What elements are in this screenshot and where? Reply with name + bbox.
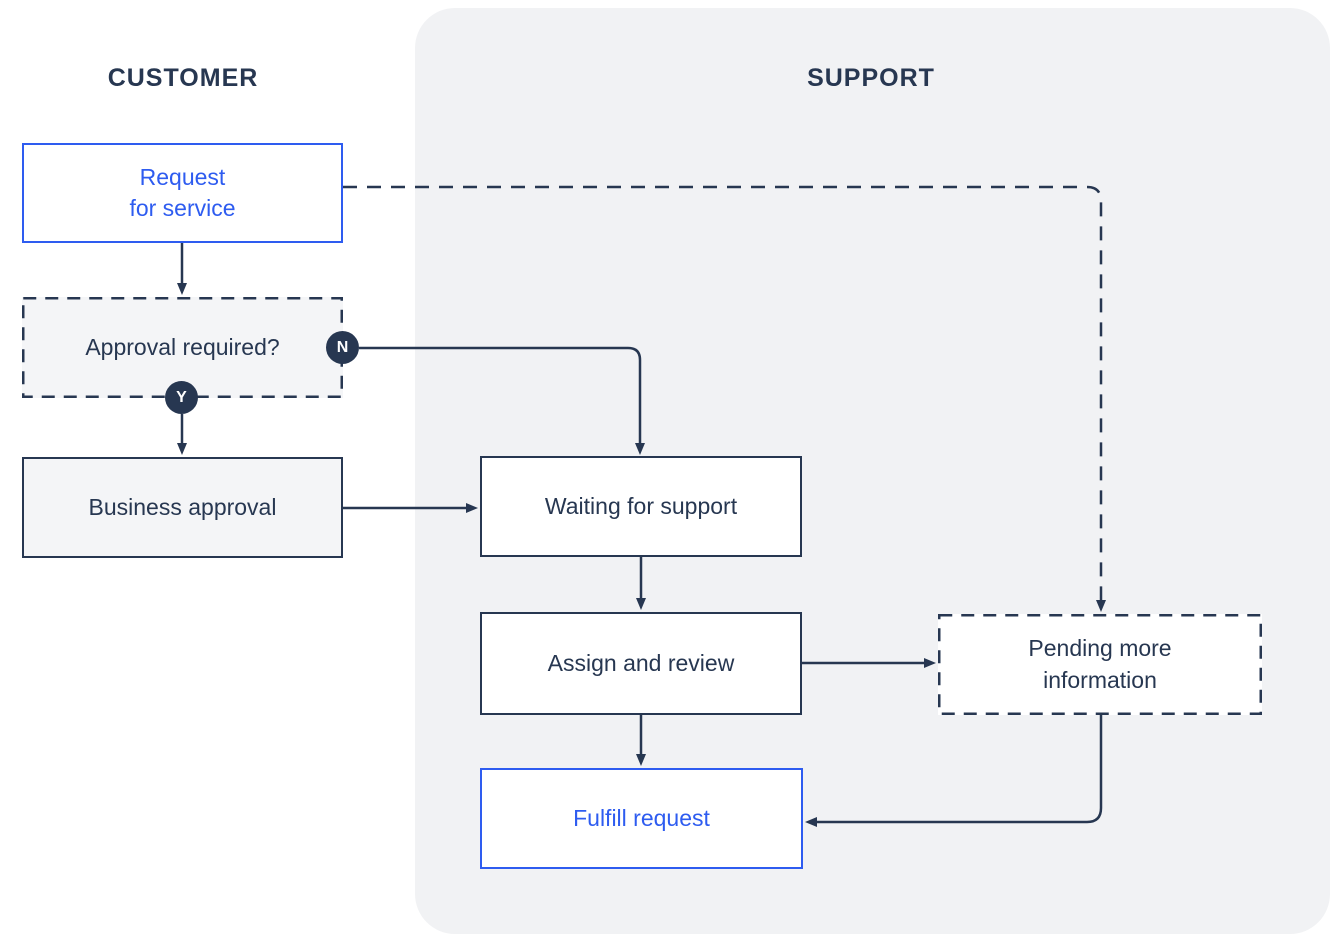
- no-branch-badge: N: [326, 331, 359, 364]
- node-fulfill-request: Fulfill request: [480, 768, 803, 869]
- node-label: Business approval: [88, 493, 277, 520]
- node-request-for-service: Request for service: [22, 143, 343, 243]
- node-label: Fulfill request: [573, 804, 710, 831]
- node-pending-more-information: Pending more information: [938, 614, 1262, 715]
- node-assign-and-review: Assign and review: [480, 612, 802, 715]
- yes-branch-badge: Y: [165, 381, 198, 414]
- node-label: Assign and review: [547, 649, 735, 676]
- node-business-approval: Business approval: [22, 457, 343, 558]
- node-label: Request for service: [129, 163, 236, 221]
- connector-request-to-pending-dashed: [343, 185, 1106, 612]
- node-waiting-for-support: Waiting for support: [480, 456, 802, 557]
- node-label: Pending more information: [1028, 635, 1172, 693]
- lane-title-customer: CUSTOMER: [107, 64, 259, 92]
- node-label: Approval required?: [85, 333, 280, 360]
- connector-approval-no-to-waiting: [359, 346, 645, 455]
- lane-title-support: SUPPORT: [807, 64, 935, 92]
- node-label: Waiting for support: [544, 492, 738, 519]
- connector-pending-to-fulfill: [805, 715, 1103, 827]
